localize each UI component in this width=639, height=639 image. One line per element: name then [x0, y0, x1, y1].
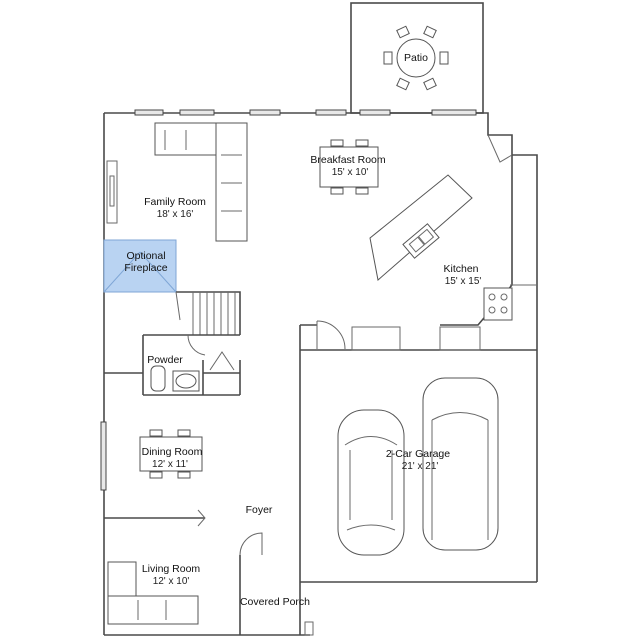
breakfast-label: Breakfast Room	[310, 154, 386, 166]
foyer: Foyer	[104, 504, 273, 556]
patio-table	[383, 25, 449, 91]
car-sedan	[337, 409, 405, 556]
patio-label: Patio	[404, 52, 428, 64]
optional-fireplace: Optional Fireplace	[103, 239, 177, 293]
car-van	[422, 377, 499, 551]
sectional-sofa	[154, 122, 248, 242]
garage: 2-Car Garage 21' x 21'	[337, 377, 499, 556]
living-label: Living Room	[142, 563, 201, 575]
kitchen-label: Kitchen	[443, 263, 478, 275]
family-room: Family Room 18' x 16'	[106, 122, 248, 242]
breakfast-dim: 15' x 10'	[332, 167, 369, 178]
garage-dim: 21' x 21'	[402, 461, 439, 472]
stairs	[175, 291, 241, 335]
fireplace-label-line1: Optional	[126, 250, 165, 262]
fireplace-label-line2: Fireplace	[124, 262, 167, 274]
dining-table	[139, 429, 203, 479]
dining-label: Dining Room	[142, 446, 203, 458]
powder-room: Powder	[104, 334, 241, 396]
breakfast-table	[319, 139, 379, 195]
kitchen-breakfast: Breakfast Room 15' x 10' Kitchen 15' x 1…	[310, 134, 537, 326]
garage-label: 2-Car Garage	[386, 448, 450, 460]
living-sofa	[107, 561, 199, 625]
living-dim: 12' x 10'	[153, 576, 190, 587]
family-room-label: Family Room	[144, 196, 206, 208]
patio: Patio	[350, 2, 484, 114]
house-walls	[103, 112, 538, 636]
windows-top	[134, 109, 477, 116]
dining-dim: 12' x 11'	[152, 459, 188, 470]
kitchen-island	[369, 174, 473, 281]
powder-label: Powder	[147, 354, 183, 366]
porch-label: Covered Porch	[240, 596, 310, 608]
foyer-label: Foyer	[246, 504, 273, 516]
living-room: Living Room 12' x 10'	[107, 561, 201, 625]
covered-porch: Covered Porch	[240, 596, 310, 608]
family-room-dim: 18' x 16'	[157, 209, 194, 220]
dining-room: Dining Room 12' x 11'	[100, 421, 203, 491]
kitchen-dim: 15' x 15'	[445, 276, 482, 287]
